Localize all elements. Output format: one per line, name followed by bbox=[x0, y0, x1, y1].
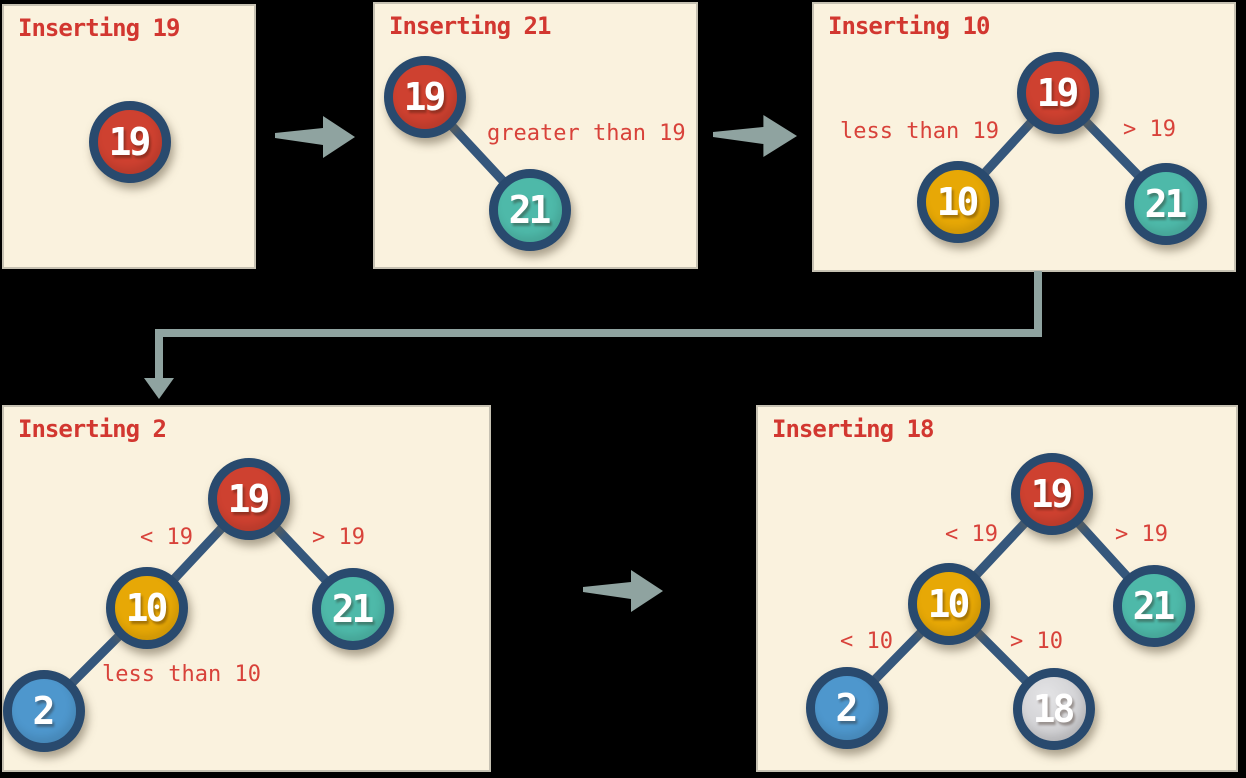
flow-arrow-icon bbox=[275, 116, 355, 158]
tree-node-19: 19 bbox=[89, 101, 171, 183]
comparison-label: > 19 bbox=[1123, 117, 1176, 142]
comparison-label: < 10 bbox=[840, 629, 893, 654]
tree-node-19: 19 bbox=[1011, 453, 1093, 535]
flow-arrow-icon bbox=[713, 115, 797, 157]
tree-node-19: 19 bbox=[1017, 52, 1099, 134]
tree-node-21: 21 bbox=[312, 568, 394, 650]
tree-node-10: 10 bbox=[917, 161, 999, 243]
panel-title: Inserting 21 bbox=[389, 12, 551, 40]
panel-title: Inserting 2 bbox=[18, 415, 167, 443]
comparison-label: greater than 19 bbox=[487, 121, 686, 146]
comparison-label: > 19 bbox=[1115, 522, 1168, 547]
panel-title: Inserting 10 bbox=[828, 12, 990, 40]
comparison-label: > 10 bbox=[1010, 629, 1063, 654]
tree-node-19: 19 bbox=[208, 458, 290, 540]
tree-node-21: 21 bbox=[1113, 565, 1195, 647]
comparison-label: less than 19 bbox=[840, 119, 999, 144]
tree-node-10: 10 bbox=[908, 563, 990, 645]
tree-node-2: 2 bbox=[3, 670, 85, 752]
tree-node-10: 10 bbox=[106, 567, 188, 649]
step-panel-inserting-10: Inserting 10 19 10 21 less than 19 > 19 bbox=[812, 2, 1236, 272]
panel-title: Inserting 18 bbox=[772, 415, 934, 443]
tree-node-21: 21 bbox=[1125, 163, 1207, 245]
comparison-label: < 19 bbox=[945, 522, 998, 547]
comparison-label: < 19 bbox=[140, 525, 193, 550]
tree-node-21: 21 bbox=[489, 169, 571, 251]
comparison-label: less than 10 bbox=[102, 662, 261, 687]
tree-node-18: 18 bbox=[1013, 668, 1095, 750]
step-panel-inserting-21: Inserting 21 19 21 greater than 19 bbox=[373, 2, 698, 269]
step-panel-inserting-18: Inserting 18 19 10 21 2 18 < 19 > 19 < 1… bbox=[756, 405, 1238, 772]
arrow-down-icon bbox=[144, 378, 174, 399]
flow-connector-vertical-left bbox=[155, 333, 163, 380]
tree-node-2: 2 bbox=[806, 667, 888, 749]
step-panel-inserting-19: Inserting 19 19 bbox=[2, 4, 256, 269]
tree-node-19: 19 bbox=[384, 56, 466, 138]
panel-title: Inserting 19 bbox=[18, 14, 180, 42]
step-panel-inserting-2: Inserting 2 19 10 21 2 < 19 > 19 less th… bbox=[2, 405, 491, 772]
flow-connector-horizontal bbox=[155, 329, 1042, 337]
flow-arrow-icon bbox=[583, 570, 663, 612]
comparison-label: > 19 bbox=[312, 525, 365, 550]
flow-connector-vertical-right bbox=[1034, 271, 1042, 337]
